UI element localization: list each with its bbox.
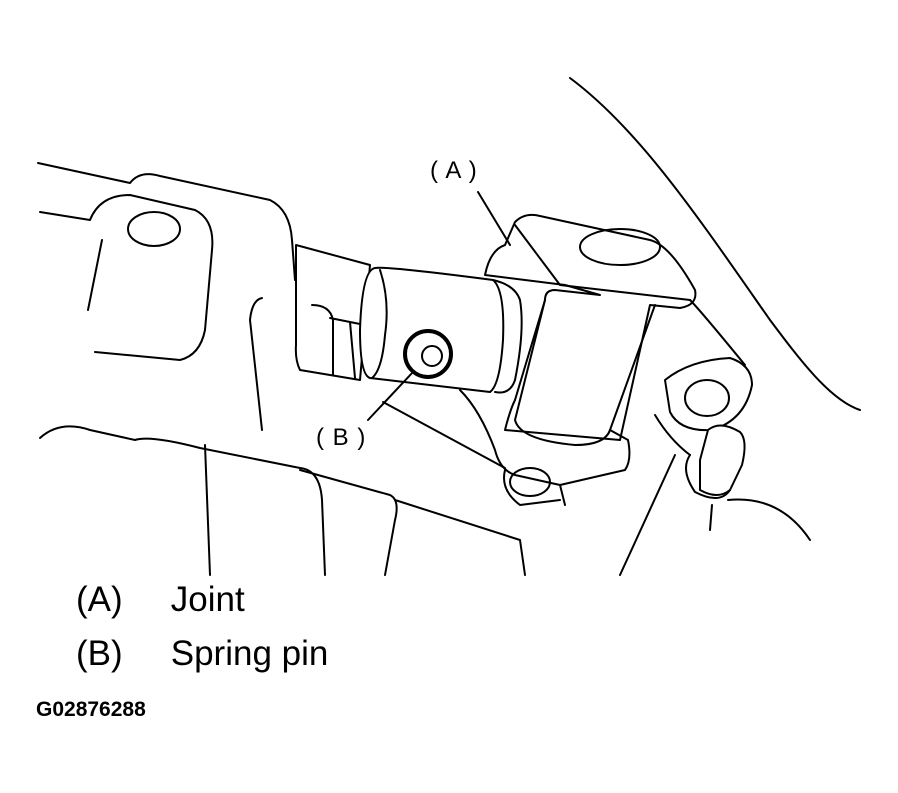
- joint-yoke-edge: [514, 224, 691, 301]
- joint-right-eye: [664, 357, 753, 432]
- right-arm: [654, 299, 746, 456]
- callout-a-leader: [477, 191, 511, 246]
- legend-key: (A): [76, 580, 123, 619]
- gearbox-bottom-flange: [299, 469, 398, 576]
- legend-row-spring-pin: (B) Spring pin: [76, 634, 328, 674]
- housing-outline: [569, 77, 861, 411]
- shaft-collar: [311, 304, 366, 379]
- legend-label: Joint: [170, 580, 245, 619]
- base-link-line: [382, 401, 506, 469]
- locating-pin: [699, 424, 746, 496]
- legend-label: Spring pin: [170, 634, 329, 673]
- mount-boss-bore: [127, 211, 181, 247]
- gearbox-front-face: [249, 297, 263, 431]
- sleeve-left-rim: [371, 269, 388, 379]
- spring-pin-outer: [403, 329, 453, 379]
- mount-bracket: [503, 469, 566, 506]
- joint-cross-cap: [579, 228, 661, 266]
- joint-spring-pin-illustration: [37, 77, 861, 576]
- sleeve-right-rim: [492, 279, 523, 394]
- gearbox-mount-boss: [39, 194, 214, 361]
- callout-b-leader: [367, 371, 414, 421]
- gearbox-lower-step: [204, 444, 211, 576]
- callout-b-label: ( B ): [316, 424, 367, 451]
- callout-a-label: ( A ): [430, 157, 478, 184]
- gearbox-vertical-rib: [87, 239, 103, 311]
- pin-base: [685, 454, 731, 531]
- lower-case-edge: [394, 499, 526, 576]
- figure-id: G02876288: [36, 698, 146, 721]
- joint-yoke: [484, 213, 697, 441]
- legend-key: (B): [76, 634, 123, 673]
- gearbox-body-top-edge: [37, 162, 296, 281]
- legend-row-joint: (A) Joint: [76, 580, 245, 620]
- joint-right-eye-bore: [684, 379, 730, 417]
- gearbox-lower-edge: [39, 425, 326, 576]
- joint-body-lower: [514, 299, 656, 446]
- input-shaft: [294, 244, 371, 381]
- spring-pin-inner: [421, 345, 443, 367]
- lower-rod: [619, 454, 811, 576]
- joint-lower-bore: [509, 467, 551, 497]
